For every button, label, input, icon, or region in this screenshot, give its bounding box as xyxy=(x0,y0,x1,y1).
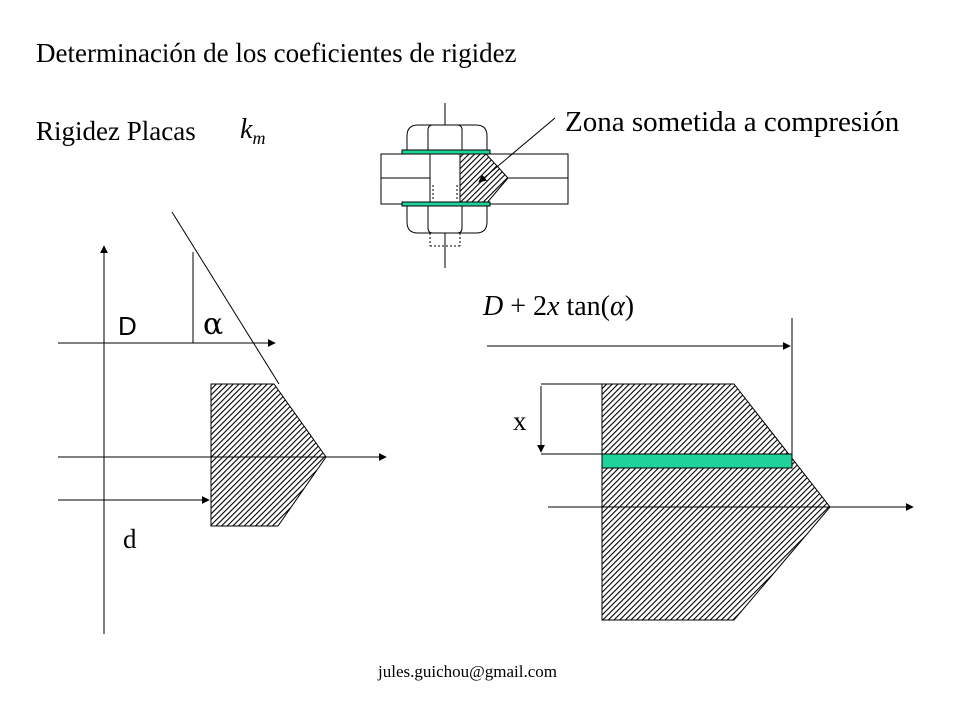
symbol-base: k xyxy=(240,114,253,145)
subtitle-text: Rigidez Placas xyxy=(36,116,196,146)
depth-label: x xyxy=(513,406,527,436)
left-cone-diagram xyxy=(58,211,387,634)
highlight-strip xyxy=(601,453,793,469)
formula-close: ) xyxy=(624,291,635,322)
formula-plus: + 2 xyxy=(503,291,548,322)
formula-x: x xyxy=(547,291,560,322)
formula-alpha: α xyxy=(610,291,625,322)
formula-D: D xyxy=(483,291,504,322)
page-title: Determinación de los coeficientes de rig… xyxy=(36,38,517,68)
stiffness-symbol: km xyxy=(240,114,266,148)
bolt-joint-sketch xyxy=(380,103,569,268)
outer-diameter-label: D xyxy=(118,311,137,341)
annotation-arrow xyxy=(478,117,556,183)
footer-email: jules.guichou@gmail.com xyxy=(378,662,558,681)
inner-diameter-label: d xyxy=(123,524,137,554)
formula-tan: tan( xyxy=(559,291,610,322)
right-cone-diagram xyxy=(487,318,914,621)
compression-zone-label: Zona sometida a compresión xyxy=(565,106,900,138)
symbol-sub: m xyxy=(252,128,266,148)
diameter-formula: D + 2x tan(α) xyxy=(483,293,634,321)
angle-label: α xyxy=(203,307,224,342)
